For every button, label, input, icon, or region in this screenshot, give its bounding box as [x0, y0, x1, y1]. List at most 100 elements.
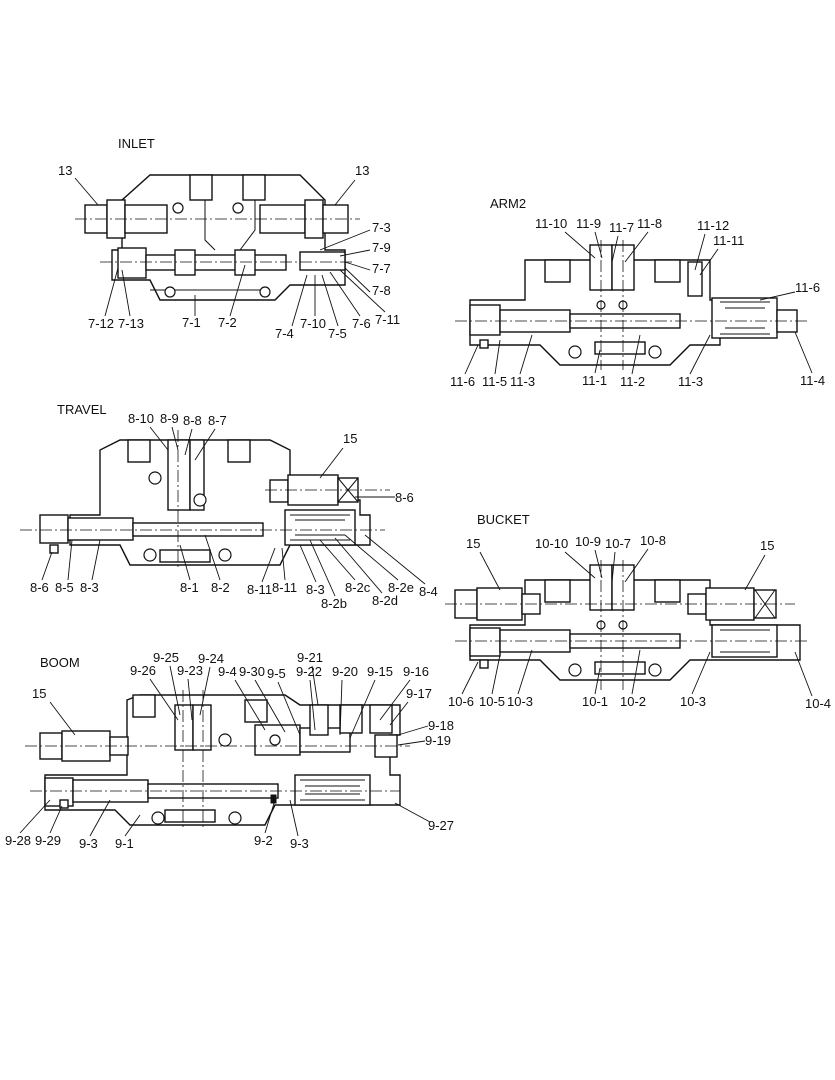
travel-label: 8-6 — [30, 580, 49, 595]
boom-label: 9-26 — [130, 663, 156, 678]
inlet-valve-body — [75, 174, 360, 301]
inlet-section: INLET 13 13 — [58, 136, 400, 341]
boom-label: 9-3 — [290, 836, 309, 851]
inlet-label: 7-8 — [372, 283, 391, 298]
inlet-label: 7-13 — [118, 316, 144, 331]
boom-label: 9-28 — [5, 833, 31, 848]
bucket-valve-body — [445, 560, 810, 690]
travel-label: 8-11 — [272, 580, 297, 595]
boom-label: 9-3 — [79, 836, 98, 851]
inlet-label: 7-4 — [275, 326, 294, 341]
travel-label: 8-8 — [183, 413, 202, 428]
travel-label: 8-2c — [345, 580, 371, 595]
inlet-label: 7-11 — [375, 312, 400, 327]
bucket-label: 10-3 — [680, 694, 706, 709]
travel-label: 8-5 — [55, 580, 74, 595]
bucket-label: 10-8 — [640, 533, 666, 548]
travel-label: 8-2 — [211, 580, 230, 595]
boom-label: 9-27 — [428, 818, 454, 833]
arm2-label: 11-6 — [795, 280, 820, 295]
travel-label: 8-7 — [208, 413, 227, 428]
inlet-label: 7-9 — [372, 240, 391, 255]
boom-label: 9-25 — [153, 650, 179, 665]
inlet-label: 7-2 — [218, 315, 237, 330]
bucket-label: 10-1 — [582, 694, 608, 709]
boom-label: 9-18 — [428, 718, 454, 733]
boom-label: 9-21 — [297, 650, 323, 665]
travel-label: 8-10 — [128, 411, 154, 426]
arm2-label: 11-7 — [609, 220, 634, 235]
travel-label: 8-2b — [321, 596, 347, 611]
arm2-label: 11-12 — [697, 218, 729, 233]
travel-label: 8-9 — [160, 411, 179, 426]
inlet-label: 7-6 — [352, 316, 371, 331]
inlet-label: 7-12 — [88, 316, 114, 331]
travel-label: 8-4 — [419, 584, 438, 599]
bucket-label: 10-4 — [805, 696, 831, 711]
inlet-label: 13 — [58, 163, 72, 178]
boom-label: 9-5 — [267, 666, 286, 681]
boom-label: 9-20 — [332, 664, 358, 679]
inlet-label: 13 — [355, 163, 369, 178]
arm2-label: 11-3 — [510, 374, 535, 389]
bucket-section: BUCKET — [445, 512, 831, 711]
travel-label: 8-1 — [180, 580, 199, 595]
inlet-title: INLET — [118, 136, 155, 151]
boom-label: 9-30 — [239, 664, 265, 679]
arm2-label: 11-2 — [620, 374, 645, 389]
travel-section: TRAVEL 8-10 — [20, 402, 438, 611]
inlet-label: 7-7 — [372, 261, 391, 276]
boom-label: 9-15 — [367, 664, 393, 679]
boom-label: 9-29 — [35, 833, 61, 848]
bucket-label: 15 — [760, 538, 774, 553]
arm2-label: 11-3 — [678, 374, 703, 389]
bucket-label: 10-6 — [448, 694, 474, 709]
travel-callouts: 8-10 8-9 8-8 8-7 15 8-6 8-6 8-5 8-3 8-1 … — [30, 411, 438, 611]
inlet-label: 7-5 — [328, 326, 347, 341]
arm2-section: ARM2 11-10 11-9 — [450, 196, 825, 389]
inlet-label: 7-10 — [300, 316, 326, 331]
boom-callouts: 9-25 9-24 9-21 9-26 9-23 9-4 9-30 9-5 9-… — [5, 650, 454, 851]
bucket-callouts: 15 10-10 10-9 10-7 10-8 15 10-6 10-5 10-… — [448, 533, 831, 711]
travel-label: 8-11 — [247, 582, 272, 597]
bucket-label: 10-7 — [605, 536, 631, 551]
boom-label: 15 — [32, 686, 46, 701]
inlet-callouts: 13 13 7-3 7-9 7-7 7-8 7-12 7-13 7-1 7-2 … — [58, 163, 400, 341]
inlet-label: 7-1 — [182, 315, 201, 330]
bucket-title: BUCKET — [477, 512, 530, 527]
inlet-label: 7-3 — [372, 220, 391, 235]
bucket-label: 10-9 — [575, 534, 601, 549]
boom-label: 9-17 — [406, 686, 432, 701]
boom-label: 9-22 — [296, 664, 322, 679]
travel-label: 8-3 — [306, 582, 325, 597]
travel-label: 8-2d — [372, 593, 398, 608]
boom-label: 9-24 — [198, 651, 224, 666]
boom-label: 9-16 — [403, 664, 429, 679]
boom-label: 9-2 — [254, 833, 273, 848]
travel-label: 8-2e — [388, 580, 414, 595]
arm2-label: 11-5 — [482, 374, 507, 389]
travel-title: TRAVEL — [57, 402, 107, 417]
boom-valve-body — [25, 690, 410, 830]
travel-label: 15 — [343, 431, 357, 446]
arm2-label: 11-4 — [800, 373, 825, 388]
travel-valve-body — [20, 430, 390, 570]
boom-label: 9-1 — [115, 836, 134, 851]
travel-label: 8-3 — [80, 580, 99, 595]
arm2-label: 11-10 — [535, 216, 567, 231]
travel-label: 8-6 — [395, 490, 414, 505]
boom-label: 9-23 — [177, 663, 203, 678]
arm2-callouts: 11-10 11-9 11-7 11-8 11-12 11-11 11-6 11… — [450, 216, 825, 389]
arm2-label: 11-8 — [637, 216, 662, 231]
bucket-label: 10-10 — [535, 536, 568, 551]
arm2-title: ARM2 — [490, 196, 526, 211]
bucket-label: 10-2 — [620, 694, 646, 709]
boom-label: 9-4 — [218, 664, 237, 679]
boom-section: BOOM — [5, 650, 454, 851]
arm2-valve-body — [455, 240, 810, 370]
arm2-label: 11-1 — [582, 373, 607, 388]
bucket-label: 15 — [466, 536, 480, 551]
bucket-label: 10-5 — [479, 694, 505, 709]
arm2-label: 11-11 — [713, 233, 744, 248]
